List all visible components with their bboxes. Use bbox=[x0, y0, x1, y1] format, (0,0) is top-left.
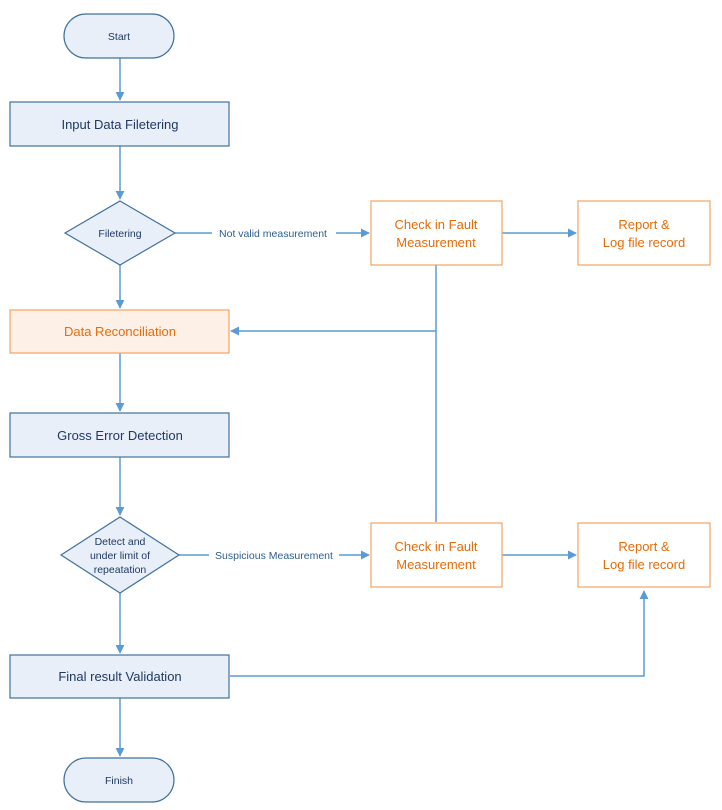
connectors bbox=[115, 58, 649, 757]
start-node: Start bbox=[63, 13, 175, 59]
input-filtering-label: Input Data Filetering bbox=[61, 117, 178, 132]
edge-label-suspicious: Suspicious Measurement bbox=[215, 550, 333, 562]
final-validation-label: Final result Validation bbox=[58, 669, 181, 684]
data-reconciliation-node: Data Reconciliation bbox=[9, 309, 230, 354]
report-node-2: Report & Log file record bbox=[577, 522, 711, 588]
final-validation-node: Final result Validation bbox=[9, 654, 230, 699]
check-fault-2-line-1: Check in Fault bbox=[394, 539, 477, 554]
report-node-1: Report & Log file record bbox=[577, 200, 711, 266]
edge-check1-loop-to-reconciliation bbox=[230, 265, 437, 336]
detect-decision-line-2: under limit of bbox=[90, 550, 150, 562]
start-label: Start bbox=[108, 31, 130, 43]
detect-decision-line-1: Detect and bbox=[95, 536, 146, 548]
report-2-line-2: Log file record bbox=[603, 557, 685, 572]
finish-node: Finish bbox=[63, 757, 175, 803]
edge-label-not-valid: Not valid measurement bbox=[219, 228, 327, 240]
filtering-decision-node: Filetering bbox=[63, 200, 177, 266]
check-fault-2-line-2: Measurement bbox=[396, 557, 476, 572]
check-fault-node-2: Check in Fault Measurement bbox=[370, 522, 503, 588]
report-1-line-2: Log file record bbox=[603, 235, 685, 250]
gross-error-detection-node: Gross Error Detection bbox=[9, 412, 230, 458]
check-fault-1-line-1: Check in Fault bbox=[394, 217, 477, 232]
detect-decision-node: Detect and under limit of repeatation bbox=[59, 516, 181, 594]
gross-error-detection-label: Gross Error Detection bbox=[57, 428, 183, 443]
input-filtering-node: Input Data Filetering bbox=[9, 101, 230, 147]
report-1-line-1: Report & bbox=[618, 217, 670, 232]
edge-final-to-report2 bbox=[230, 590, 649, 677]
data-reconciliation-label: Data Reconciliation bbox=[64, 324, 176, 339]
report-2-line-1: Report & bbox=[618, 539, 670, 554]
detect-decision-line-3: repeatation bbox=[94, 564, 147, 576]
check-fault-node-1: Check in Fault Measurement bbox=[370, 200, 503, 266]
filtering-decision-label: Filetering bbox=[98, 228, 141, 240]
check-fault-1-line-2: Measurement bbox=[396, 235, 476, 250]
finish-label: Finish bbox=[105, 775, 133, 787]
